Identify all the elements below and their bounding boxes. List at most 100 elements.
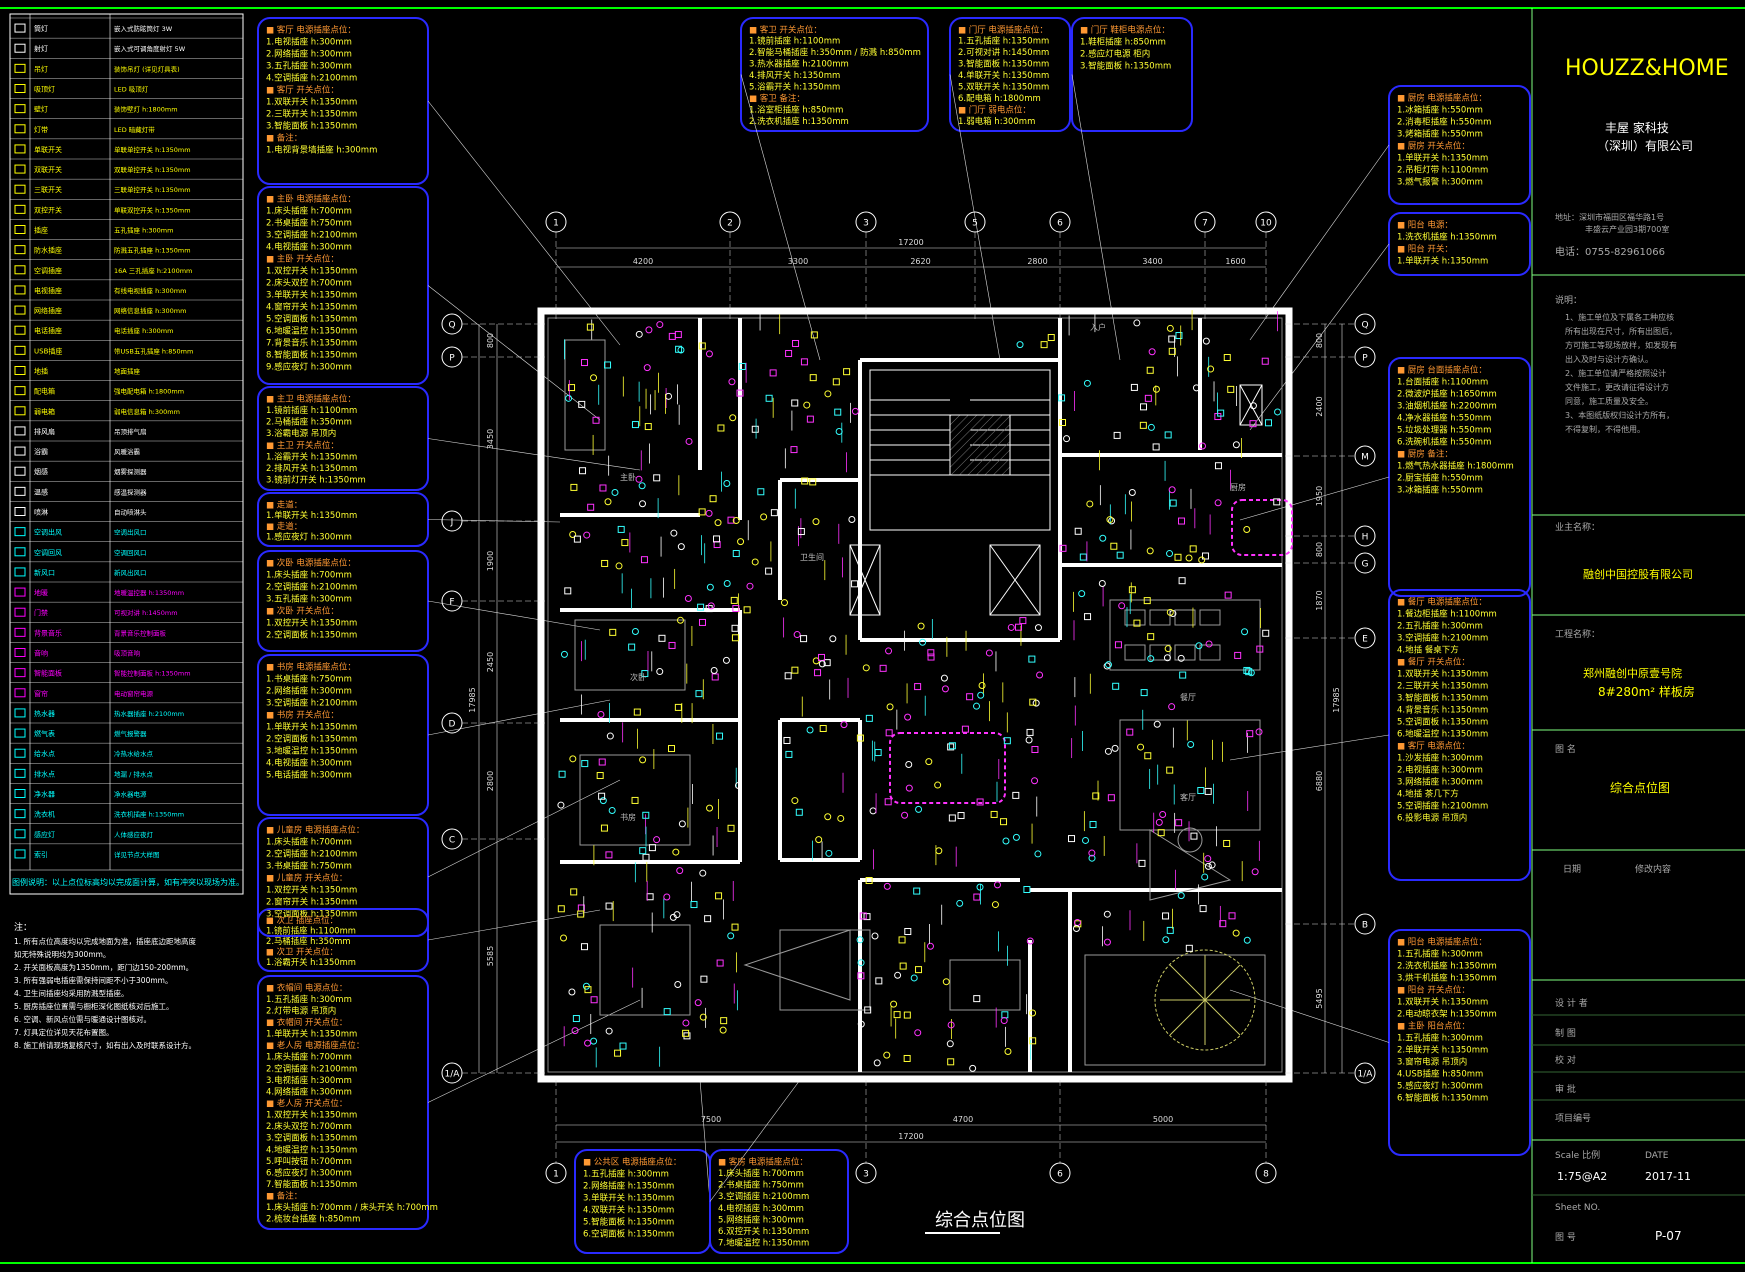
scale-value: 1:75@A2 <box>1557 1170 1607 1183</box>
project-number-label: 项目编号 <box>1555 1112 1591 1124</box>
callout-line: 3.单联开关 h:1350mm <box>583 1192 674 1203</box>
callout-line: 2.网络插座 h:1350mm <box>583 1180 674 1191</box>
title-note-line: 所有出现在尺寸，所有出图后， <box>1565 326 1677 336</box>
legend-name: 网络插座 <box>34 306 62 315</box>
legend-symbol-icon <box>14 446 26 456</box>
callout-line: 4.地插 茶几下方 <box>1397 788 1459 799</box>
designer-label: 设 计 者 <box>1555 997 1588 1009</box>
legend-name: 新风口 <box>34 568 55 577</box>
room-label: 餐厅 <box>1180 693 1196 702</box>
callout-heading: ■ 客房 电源插座点位： <box>718 1156 808 1167</box>
callout-line: 6.空调面板 h:1350mm <box>583 1228 674 1239</box>
legend-name: 地暖 <box>34 588 48 597</box>
callout-line: 1.弱电箱 h:300mm <box>958 116 1035 127</box>
callout-line: 4.地暖温控 h:1350mm <box>266 1144 357 1155</box>
dimension-right: 1870 <box>1315 590 1324 610</box>
general-notes: 注： 1. 所有点位高度均以完成地面为准，插座底边距地高度 如无特殊说明均为30… <box>14 921 197 1050</box>
callout-line: 1.单联开关 h:1350mm <box>1397 152 1488 163</box>
callout-line: 4.电视插座 h:300mm <box>266 241 352 252</box>
callout-heading: ■ 主卧 开关点位： <box>266 253 339 264</box>
dimension-top: 2620 <box>910 257 930 266</box>
axis-bubble-bottom-label: 3 <box>863 1170 869 1180</box>
legend-desc: 净水器电源 <box>114 790 147 799</box>
legend-desc: 单联双控开关 h:1350mm <box>114 205 191 214</box>
callout-line: 9.感应夜灯 h:300mm <box>266 361 352 372</box>
legend-table: 筒灯嵌入式防眩筒灯 3W射灯嵌入式可调角度射灯 5W吊灯装饰吊灯 (详见灯具表)… <box>9 13 244 895</box>
dimension-left: 2450 <box>486 652 495 672</box>
callout-line: 3.冰箱插座 h:550mm <box>1397 484 1483 495</box>
callout-line: 4.电视插座 h:300mm <box>266 757 352 768</box>
legend-name: 窗帘 <box>34 689 48 698</box>
callout-line: 3.油烟机插座 h:2200mm <box>1397 400 1497 411</box>
drawing-name-label: 图 名 <box>1555 743 1576 755</box>
legend-desc: LED 吸顶灯 <box>114 85 149 94</box>
callout-line: 2.灯带电源 吊顶内 <box>266 1005 336 1016</box>
room-label: 入户 <box>1090 322 1106 332</box>
general-note-line: 2. 开关面板高度为1350mm，距门边150-200mm。 <box>14 962 193 972</box>
callout-line: 3.空调插座 h:2100mm <box>266 697 357 708</box>
callout-line: 4.窗帘开关 h:1350mm <box>266 301 357 312</box>
legend-symbol-icon <box>14 84 26 93</box>
callout-line: 1.沙发插座 h:300mm <box>1397 752 1483 763</box>
callout-line: 4.空调插座 h:2100mm <box>266 72 357 83</box>
legend-desc: 空调回风口 <box>114 548 147 557</box>
legend-name: 温感 <box>34 487 48 496</box>
total-dimension-left: 17985 <box>468 687 477 712</box>
dimension-right: 2400 <box>1315 396 1324 416</box>
legend-symbol-icon <box>14 63 26 73</box>
total-dimension-right: 17985 <box>1332 687 1341 712</box>
legend-desc: 感温探测器 <box>114 487 147 496</box>
callout-line: 4.双联开关 h:1350mm <box>583 1204 674 1215</box>
legend-symbol-icon <box>14 104 26 114</box>
notes-title: 说明： <box>1555 294 1582 306</box>
legend-desc: 人体感应夜灯 <box>114 830 154 839</box>
title-note-line: 出入及时与设计方确认。 <box>1565 354 1653 364</box>
title-block: HOUZZ&HOME 丰屋 家科技 （深圳）有限公司 地址：深圳市福田区福华路1… <box>1532 56 1745 1243</box>
general-note-line: 3. 所有强弱电插座需保持间距不小于300mm。 <box>14 975 172 985</box>
company-name-1: 丰屋 家科技 <box>1605 120 1669 135</box>
legend-name: 热水器 <box>34 709 55 718</box>
callout-line: 3.智能面板 h:1350mm <box>1397 692 1488 703</box>
callout-heading: ■ 次卧 开关点位： <box>266 605 339 616</box>
callout-line: 4.USB插座 h:850mm <box>1397 1068 1483 1079</box>
axis-bubble-right <box>1354 913 1376 935</box>
callout-heading: ■ 衣帽间 开关点位： <box>266 1017 347 1028</box>
dimension-top: 2800 <box>1027 257 1047 266</box>
legend-symbol-icon <box>14 688 26 698</box>
axis-bubble-top-label: 2 <box>727 219 733 229</box>
callout-line: 4.排风开关 h:1350mm <box>749 70 840 81</box>
legend-name: 地插 <box>34 367 48 376</box>
callout-line: 3.空调插座 h:2100mm <box>718 1191 809 1202</box>
legend-desc: 吊顶排气扇 <box>114 427 147 436</box>
legend-symbol-icon <box>14 587 26 597</box>
callout-line: 3.空调面板 h:1350mm <box>266 908 357 919</box>
legend-symbol-icon <box>14 305 26 315</box>
axis-bubble-left-label: 1/A <box>445 1070 461 1080</box>
room-label: 书房 <box>620 812 636 822</box>
callout-line: 1.床头插座 h:700mm <box>266 205 352 216</box>
callout-line: 1.单联开关 h:1350mm <box>1397 255 1488 266</box>
callout-line: 3.烘干机插座 h:1350mm <box>1397 972 1497 983</box>
callout-line: 2.网络插座 h:300mm <box>266 48 352 59</box>
legend-symbol-icon <box>14 748 26 758</box>
legend-name: 排水点 <box>34 769 55 778</box>
callout-line: 1.鞋柜插座 h:850mm <box>1080 36 1166 47</box>
callout-line: 3.电视插座 h:300mm <box>266 1075 352 1086</box>
legend-symbol-icon <box>14 809 26 819</box>
callout-heading: ■ 阳台 开关： <box>1397 243 1453 254</box>
callout-line: 1.五孔插座 h:300mm <box>1397 1032 1483 1043</box>
callout-line: 6.地暖温控 h:1350mm <box>266 325 357 336</box>
callout-heading: ■ 公共区 电源插座点位： <box>583 1156 681 1167</box>
sheet-number-label: Sheet NO. <box>1555 1203 1600 1213</box>
legend-desc: 地暖温控器 h:1350mm <box>114 588 184 597</box>
client-name: 融创中国控股有限公司 <box>1583 567 1693 581</box>
callout-line: 1.双控开关 h:1350mm <box>266 1110 357 1121</box>
legend-name: 三联开关 <box>34 185 62 194</box>
